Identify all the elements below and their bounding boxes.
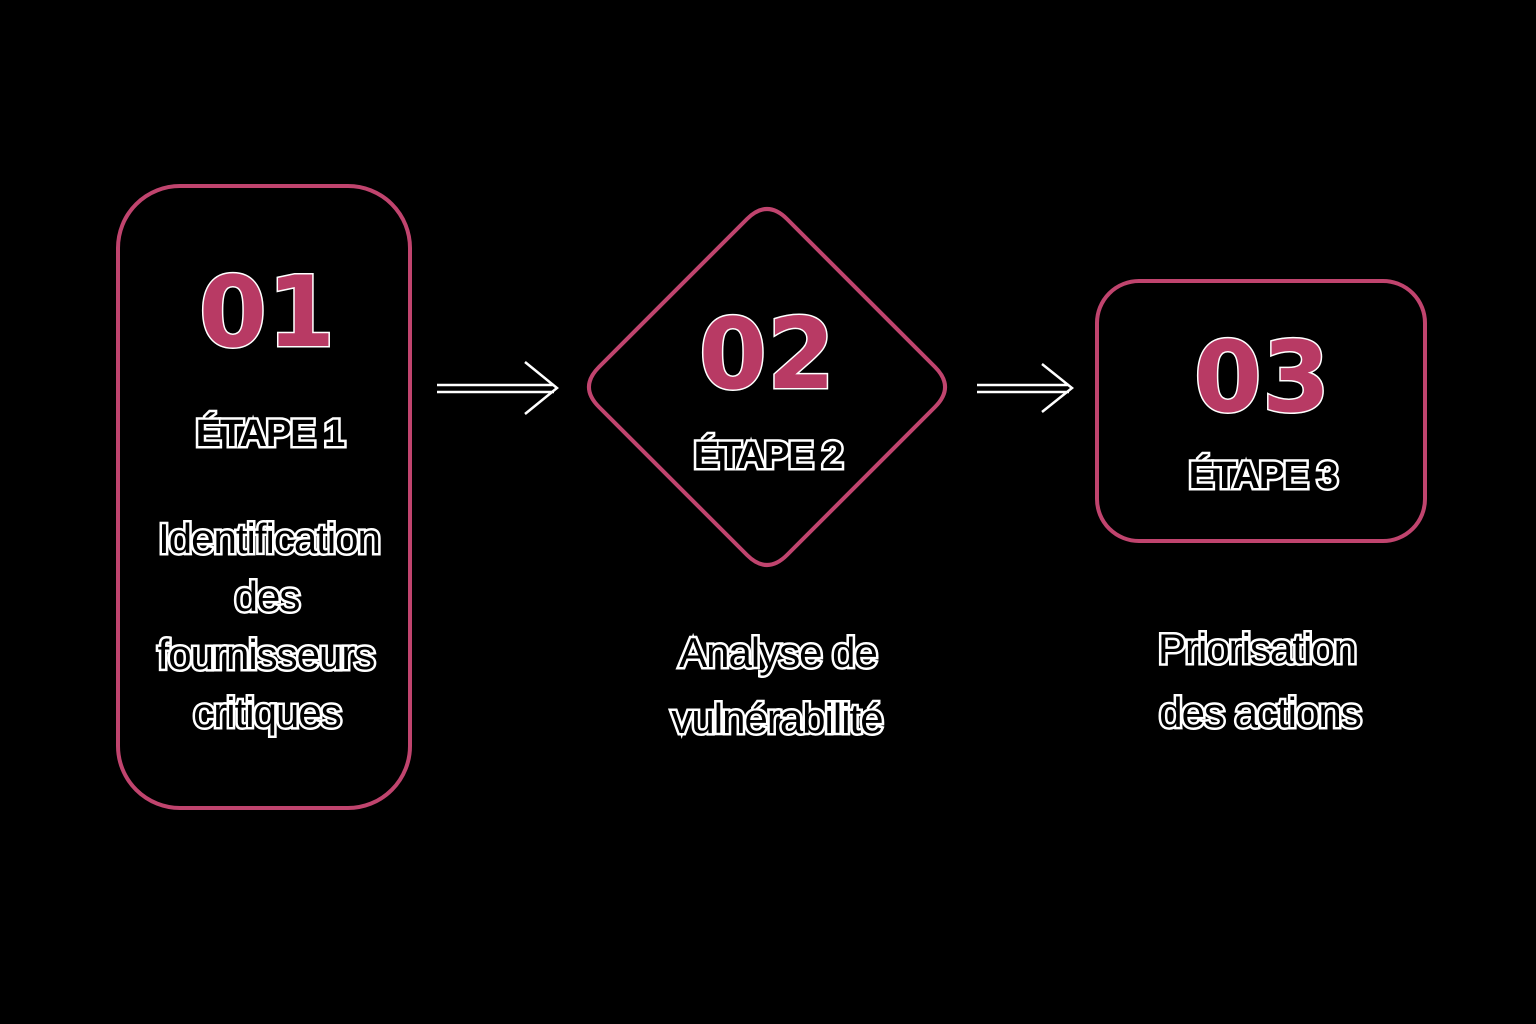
step-2-label: ÉTAPE 2 (694, 433, 843, 477)
step-1-label: ÉTAPE 1 (196, 411, 345, 455)
step-1-description-line: Identification (158, 515, 380, 562)
step-3: 03 ÉTAPE 3 Priorisation des actions (1095, 279, 1427, 739)
step-3-description-line: Priorisation (1158, 625, 1356, 672)
step-1-description-line: des (235, 573, 300, 620)
step-3-description-line: des actions (1159, 689, 1360, 736)
step-2-number: 02 (699, 298, 835, 412)
step-1-rounded-box (116, 184, 412, 810)
step-1-number: 01 (199, 256, 335, 370)
arrow-right-icon (437, 361, 559, 415)
step-3-label: ÉTAPE 3 (1189, 453, 1338, 497)
step-2: 02 ÉTAPE 2 Analyse de vulnérabilité (587, 207, 947, 745)
step-1-description-line: fournisseurs (158, 631, 375, 678)
step-3-number: 03 (1194, 321, 1330, 435)
step-2-description-line: Analyse de (679, 629, 877, 676)
step-1-description-line: critiques (193, 689, 340, 736)
step-2-diamond (587, 207, 947, 567)
step-3-rounded-box (1095, 279, 1427, 543)
arrow-right-icon (977, 363, 1075, 413)
step-1: 01 ÉTAPE 1 Identification des fournisseu… (116, 184, 412, 810)
step-2-description-line: vulnérabilité (671, 695, 882, 742)
